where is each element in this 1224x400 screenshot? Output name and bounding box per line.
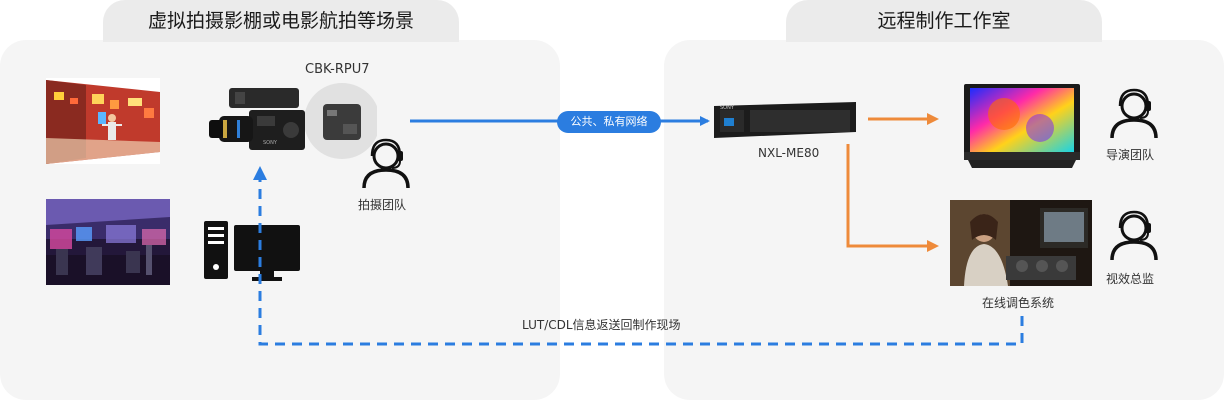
grading-system-label: 在线调色系统 <box>982 296 1055 310</box>
studio-stage-image <box>46 199 170 285</box>
lut-return-path <box>258 176 1024 346</box>
encoder-label: NXL-ME80 <box>758 146 820 160</box>
network-pill-label: 公共、私有网络 <box>557 111 661 133</box>
virtual-studio-image <box>46 78 160 164</box>
lut-return-label: LUT/CDL信息返送回制作现场 <box>522 318 681 332</box>
shooting-team-label: 拍摄团队 <box>358 198 407 212</box>
vfx-supervisor-label: 视效总监 <box>1106 272 1155 286</box>
encoder-device-image: SONY <box>714 102 856 138</box>
camera-brand-text: SONY <box>263 140 278 146</box>
right-panel-title: 远程制作工作室 <box>786 0 1102 42</box>
workstation-computer-icon <box>204 221 300 283</box>
director-team-label: 导演团队 <box>1106 148 1155 162</box>
encoder-brand-text: SONY <box>720 105 735 111</box>
grading-system-image <box>950 200 1092 286</box>
encoder-to-grading-arrow <box>846 144 939 252</box>
camera-label: CBK-RPU7 <box>305 62 370 77</box>
lut-return-arrowhead <box>253 166 267 180</box>
left-panel-title: 虚拟拍摄影棚或电影航拍等场景 <box>103 0 459 42</box>
director-monitor-image <box>964 84 1080 172</box>
camera-image: SONY <box>205 80 377 162</box>
